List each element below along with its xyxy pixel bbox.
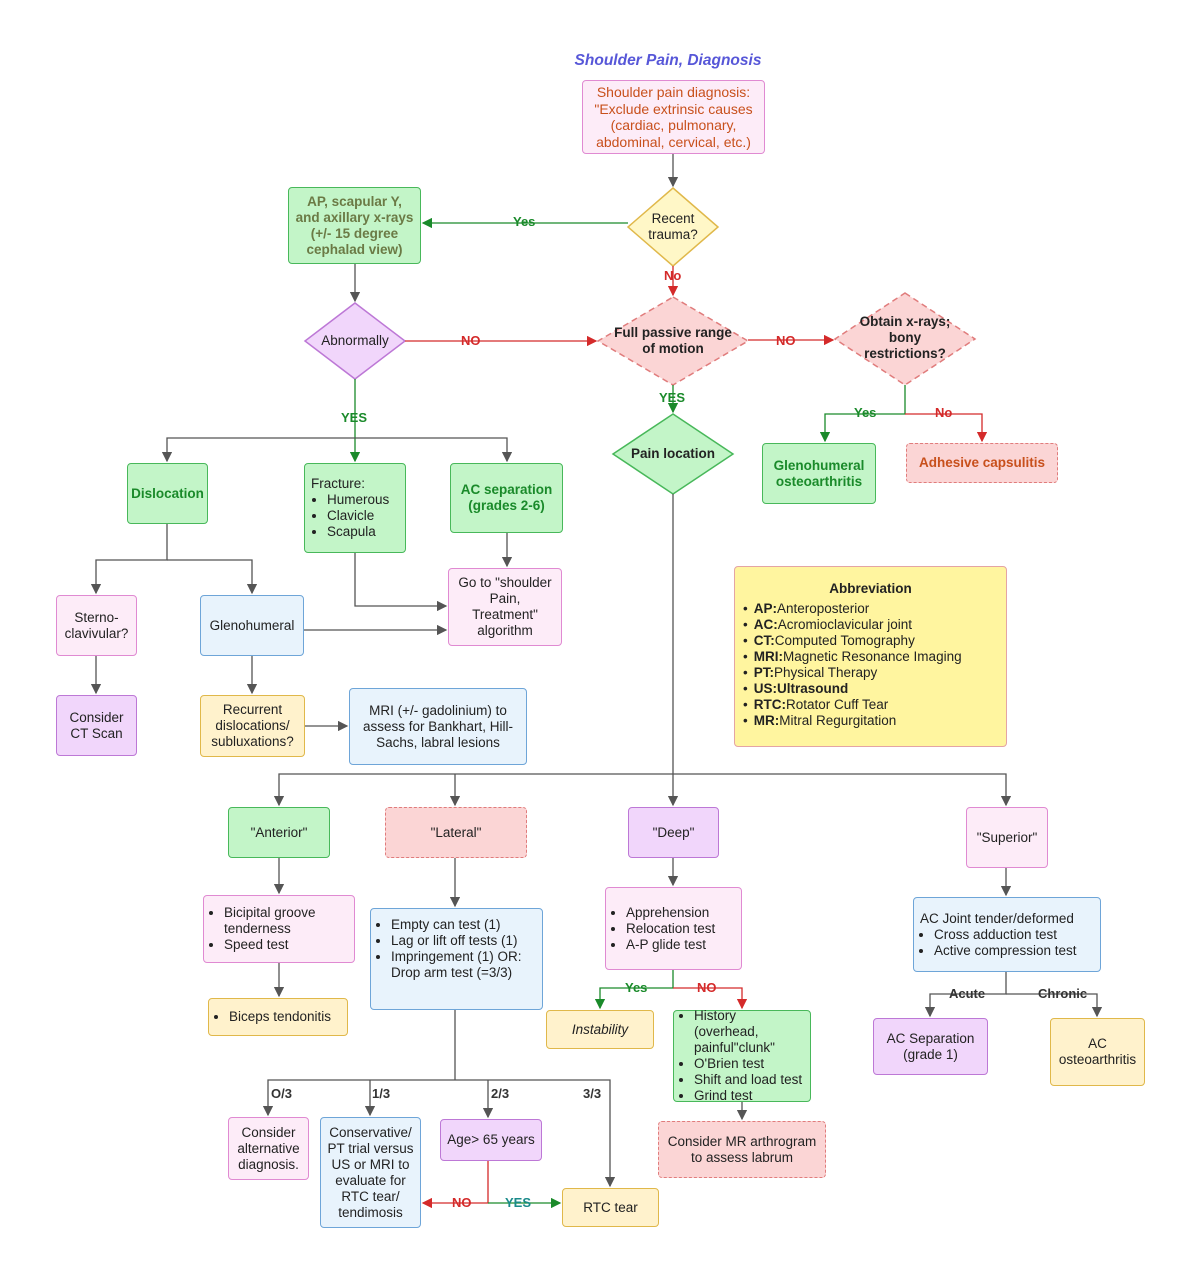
edge-label-yes: Yes [625,980,648,995]
node-sterno: Sterno-clavivular? [56,595,137,656]
test-item: Active compression test [934,943,1077,959]
node-age: Age> 65 years [440,1119,542,1161]
node-full-passive: Full passive range of motion [614,325,732,356]
node-lateral-tests: Empty can test (1) Lag or lift off tests… [370,908,543,1010]
node-xrays: AP, scapular Y, and axillary x-rays (+/-… [288,187,421,264]
abbreviation-item: RTC:Rotator Cuff Tear [743,697,998,713]
node-recurrent: Recurrent dislocations/ subluxations? [200,695,305,757]
edge-label-acute: Acute [949,986,986,1001]
node-consider-alternative: Consider alternative diagnosis. [228,1117,309,1180]
node-dislocation: Dislocation [127,463,208,524]
edge-label-no: NO [461,333,481,348]
abbreviation-item: MRI:Magnetic Resonance Imaging [743,649,998,665]
node-conservative: Conservative/ PT trial versus US or MRI … [320,1117,421,1228]
abbreviation-item: US:Ultrasound [743,681,998,697]
node-start: Shoulder pain diagnosis: "Exclude extrin… [582,80,765,154]
node-deep-tests: Apprehension Relocation test A-P glide t… [605,887,742,970]
abbreviation-item: AC:Acromioclavicular joint [743,617,998,633]
diagram-title: Shoulder Pain, Diagnosis [574,52,762,69]
node-mri: MRI (+/- gadolinium) to assess for Bankh… [349,688,527,765]
node-fracture: Fracture: Humerous Clavicle Scapula [304,463,406,553]
node-ac-separation-grade1: AC Separation (grade 1) [873,1018,988,1075]
abbreviation-item: PT:Physical Therapy [743,665,998,681]
test-item: Cross adduction test [934,927,1077,943]
abbreviation-item: AP:Anteroposterior [743,601,998,617]
test-item: O'Brien test [694,1056,804,1072]
node-obtain-xrays: Obtain x-rays; bony restrictions? [859,314,951,361]
node-goto-treatment: Go to "shoulder Pain, Treatment" algorit… [448,568,562,646]
node-pain-location: Pain location [630,446,715,461]
abbreviation-item: MR:Mitral Regurgitation [743,713,998,729]
test-item: Impringement (1) OR: Drop arm test (=3/3… [391,949,536,981]
node-superior: "Superior" [966,807,1048,868]
fracture-item: Scapula [327,524,389,540]
node-deep: "Deep" [628,807,719,858]
edge-label-2-3: 2/3 [491,1086,510,1101]
node-instability: Instability [546,1010,654,1049]
node-adhesive-capsulitis: Adhesive capsulitis [906,443,1058,483]
node-biceps-tendonitis: Biceps tendonitis [208,998,348,1036]
fracture-item: Humerous [327,492,389,508]
edge-label-o3: O/3 [271,1086,292,1101]
edge-label-no: No [935,405,953,420]
node-anterior-tests: Bicipital groove tenderness Speed test [203,895,355,963]
node-anterior: "Anterior" [228,807,330,858]
edge-label-yes: YES [341,410,368,425]
node-consider-ct: Consider CT Scan [56,695,137,756]
edge-label-yes: Yes [854,405,877,420]
edge-label-yes: Yes [513,214,536,229]
test-item: Shift and load test [694,1072,804,1088]
node-history-tests: History (overhead, painful"clunk" O'Brie… [673,1008,811,1104]
test-item: Bicipital groove tenderness [224,905,348,937]
node-glenohumeral: Glenohumeral [200,595,304,656]
node-glenohumeral-oa: Glenohumeral osteoarthritis [762,443,876,504]
test-item: History (overhead, painful"clunk" [694,1008,804,1056]
test-item: Grind test [694,1088,804,1104]
edge-label-no: NO [452,1195,472,1210]
node-ac-separation: AC separation (grades 2-6) [450,463,563,533]
node-ac-joint: AC Joint tender/deformed Cross adduction… [913,897,1101,972]
test-item: A-P glide test [626,937,715,953]
edge-label-no: NO [697,980,717,995]
edge-label-chronic: Chronic [1038,986,1088,1001]
fracture-item: Clavicle [327,508,389,524]
edge-label-no: NO [776,333,796,348]
edge-label-yes: YES [505,1195,532,1210]
edge-label-yes: YES [659,390,686,405]
abbreviation-legend: Abbreviation AP:Anteroposterior AC:Acrom… [734,566,1007,747]
test-item: Relocation test [626,921,715,937]
node-recent-trauma: Recent trauma? [648,211,698,242]
abbreviation-item: CT:Computed Tomography [743,633,998,649]
edge-label-3-3: 3/3 [583,1086,602,1101]
edge-label-1-3: 1/3 [372,1086,391,1101]
node-mr-arthrogram: Consider MR arthrogram to assess labrum [658,1121,826,1178]
test-item: Apprehension [626,905,715,921]
edge-label-no: No [664,268,682,283]
test-item: Speed test [224,937,348,953]
node-ac-osteoarthritis: AC osteoarthritis [1050,1018,1145,1086]
ac-joint-title: AC Joint tender/deformed [920,910,1074,926]
node-lateral: "Lateral" [385,807,527,858]
fracture-title: Fracture: [311,476,366,491]
test-item: Lag or lift off tests (1) [391,933,536,949]
node-abnormally: Abnormally [321,333,389,348]
diamond-obtain-xrays [833,292,977,386]
abbreviation-title: Abbreviation [829,581,912,596]
test-item: Empty can test (1) [391,917,536,933]
result-item: Biceps tendonitis [229,1009,331,1025]
node-rtc-tear: RTC tear [562,1188,659,1227]
